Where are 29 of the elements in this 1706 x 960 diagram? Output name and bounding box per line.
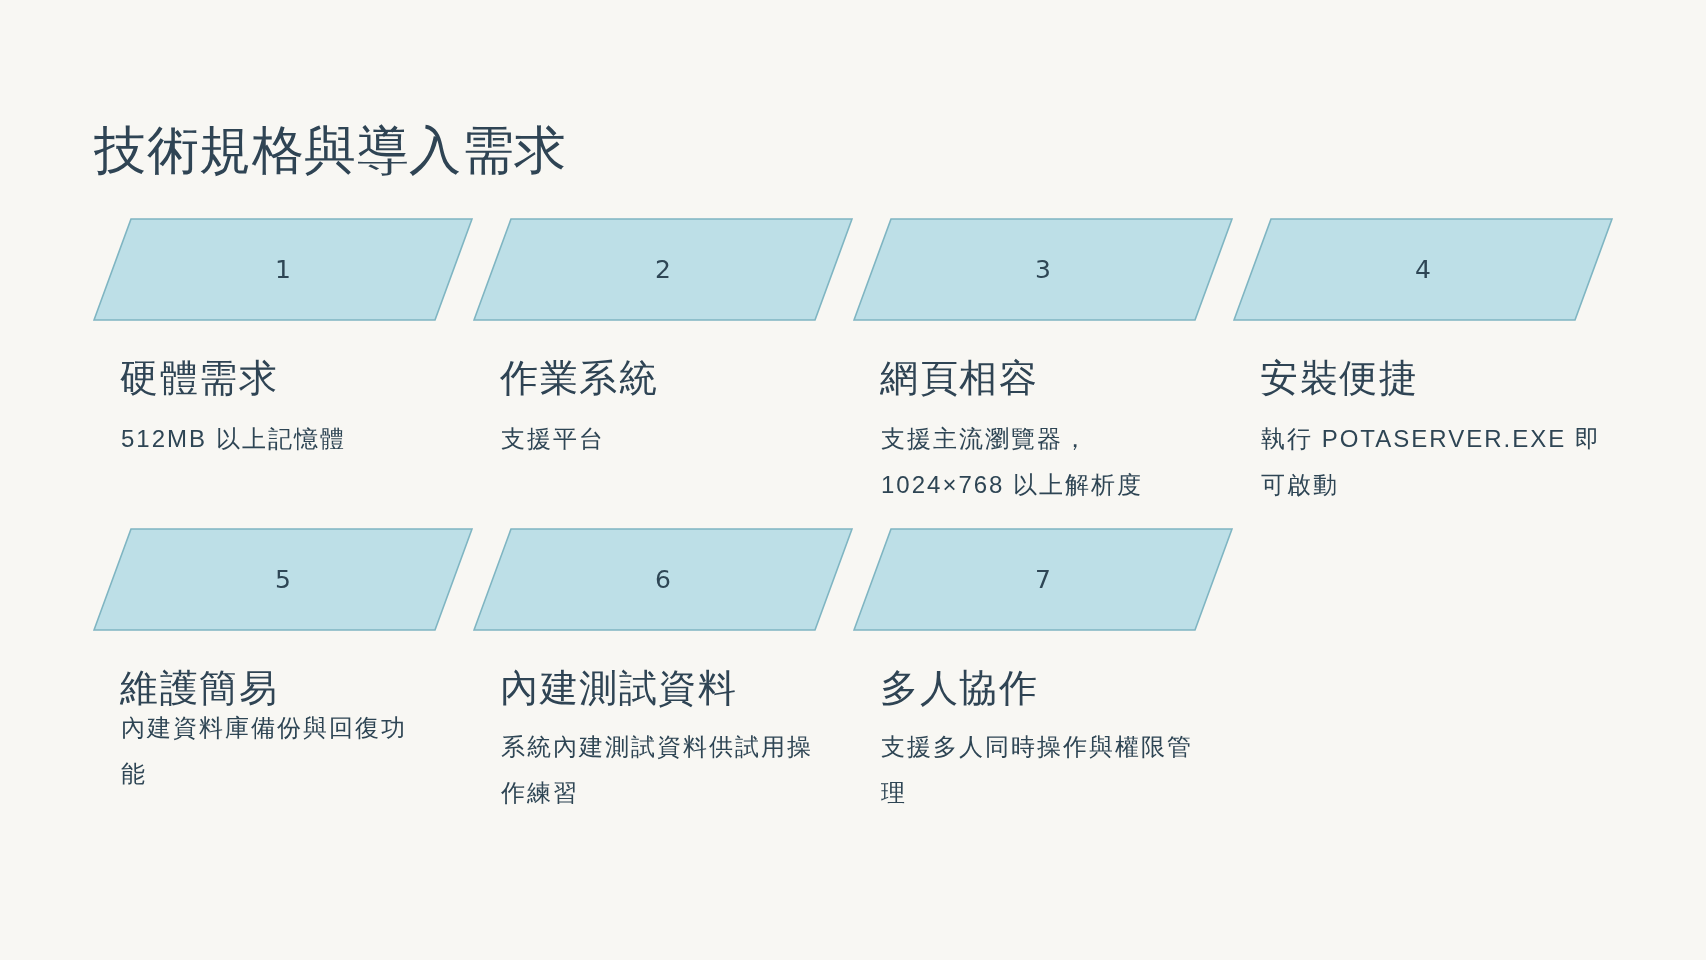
step-number: 5 [275,564,291,595]
number-parallelogram [853,218,1233,321]
card-heading: 安裝便捷 [1260,356,1418,401]
number-parallelogram [473,218,853,321]
card-description: 512MB 以上記憶體 [121,424,347,454]
step-number: 1 [275,254,291,285]
number-parallelogram [1233,218,1613,321]
step-number: 2 [655,254,671,285]
card-description: 執行 POTASERVER.EXE 即可啟動 [1261,424,1602,500]
number-parallelogram [473,528,853,631]
number-parallelogram [93,528,473,631]
card-description: 系統內建測試資料供試用操作練習 [501,732,814,808]
card-heading: 硬體需求 [120,356,278,401]
step-number: 3 [1035,254,1051,285]
card-description: 支援多人同時操作與權限管理 [881,732,1194,808]
card-heading: 網頁相容 [880,356,1038,401]
card-heading: 維護簡易 [120,666,278,711]
card-heading: 作業系統 [500,356,658,401]
step-number: 4 [1415,254,1431,285]
card-description: 支援主流瀏覽器，1024×768 以上解析度 [881,424,1145,500]
card-heading: 多人協作 [880,666,1038,711]
step-number: 7 [1035,564,1051,595]
card-heading: 內建測試資料 [500,666,737,711]
number-parallelogram [93,218,473,321]
number-parallelogram [853,528,1233,631]
step-number: 6 [655,564,671,595]
card-description: 內建資料庫備份與回復功能 [121,713,408,789]
slide-title: 技術規格與導入需求 [94,120,567,181]
card-description: 支援平台 [501,424,606,454]
